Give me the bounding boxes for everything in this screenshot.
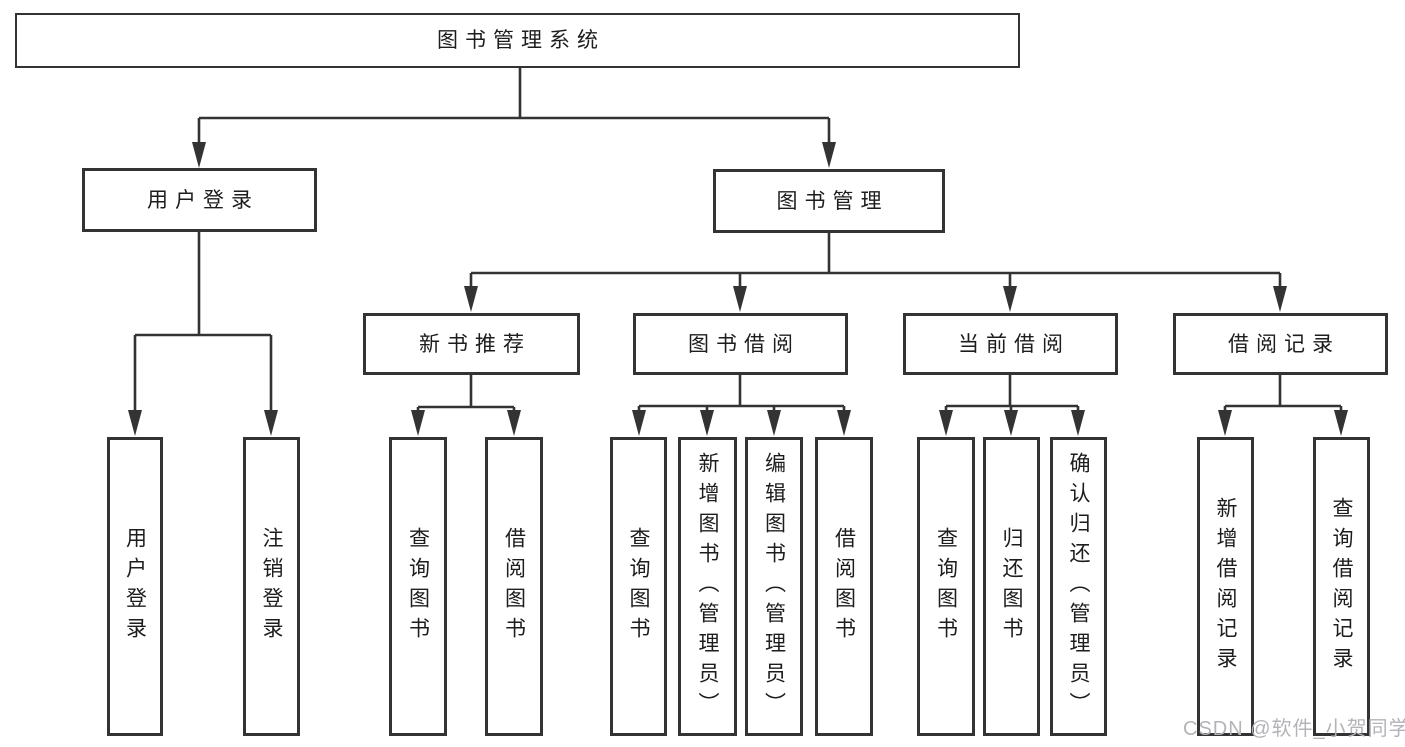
node-new-book-recommend: 新书推荐 — [363, 313, 580, 375]
node-label: 借阅记录 — [1228, 332, 1340, 356]
node-label: 图书管理系统 — [437, 29, 605, 52]
leaf-label: 归还图书 — [1000, 526, 1023, 647]
leaf-edit-book-admin: 编辑图书（管理员） — [745, 437, 803, 736]
leaf-label: 查询图书 — [934, 526, 958, 647]
leaf-confirm-return-admin: 确认归还（管理员） — [1050, 437, 1107, 736]
leaf-label: 借阅图书 — [832, 526, 856, 647]
csdn-watermark: CSDN @软件_小贺同学 — [1183, 718, 1405, 740]
node-book-management: 图书管理 — [713, 169, 945, 233]
node-label: 当前借阅 — [958, 332, 1070, 356]
leaf-query-borrow-record: 查询借阅记录 — [1313, 437, 1370, 736]
leaf-add-borrow-record: 新增借阅记录 — [1197, 437, 1254, 736]
leaf-label: 注销登录 — [260, 526, 283, 647]
leaf-query-books-3: 查询图书 — [917, 437, 975, 736]
node-system-root: 图书管理系统 — [15, 13, 1020, 68]
node-label: 新书推荐 — [419, 332, 531, 356]
node-user-login: 用户登录 — [82, 168, 317, 232]
leaf-label: 查询借阅记录 — [1330, 496, 1353, 677]
node-borrowing-records: 借阅记录 — [1173, 313, 1388, 375]
leaf-user-login: 用户登录 — [107, 437, 163, 736]
leaf-return-book: 归还图书 — [983, 437, 1040, 736]
leaf-label: 新增图书（管理员） — [696, 451, 719, 722]
node-book-borrowing: 图书借阅 — [633, 313, 848, 375]
leaf-logout: 注销登录 — [243, 437, 300, 736]
node-current-borrowing: 当前借阅 — [903, 313, 1118, 375]
leaf-label: 新增借阅记录 — [1214, 496, 1237, 677]
leaf-label: 借阅图书 — [502, 526, 526, 647]
leaf-add-book-admin: 新增图书（管理员） — [678, 437, 737, 736]
leaf-borrow-books-1: 借阅图书 — [485, 437, 543, 736]
leaf-label: 编辑图书（管理员） — [762, 451, 786, 722]
leaf-label: 确认归还（管理员） — [1067, 451, 1090, 722]
leaf-label: 用户登录 — [123, 526, 147, 647]
leaf-query-books-1: 查询图书 — [389, 437, 447, 736]
node-label: 用户登录 — [147, 188, 259, 212]
leaf-query-books-2: 查询图书 — [610, 437, 667, 736]
leaf-label: 查询图书 — [406, 526, 430, 647]
leaf-borrow-books-2: 借阅图书 — [815, 437, 873, 736]
node-label: 图书管理 — [776, 189, 889, 213]
node-label: 图书借阅 — [688, 332, 800, 356]
leaf-label: 查询图书 — [627, 526, 650, 647]
